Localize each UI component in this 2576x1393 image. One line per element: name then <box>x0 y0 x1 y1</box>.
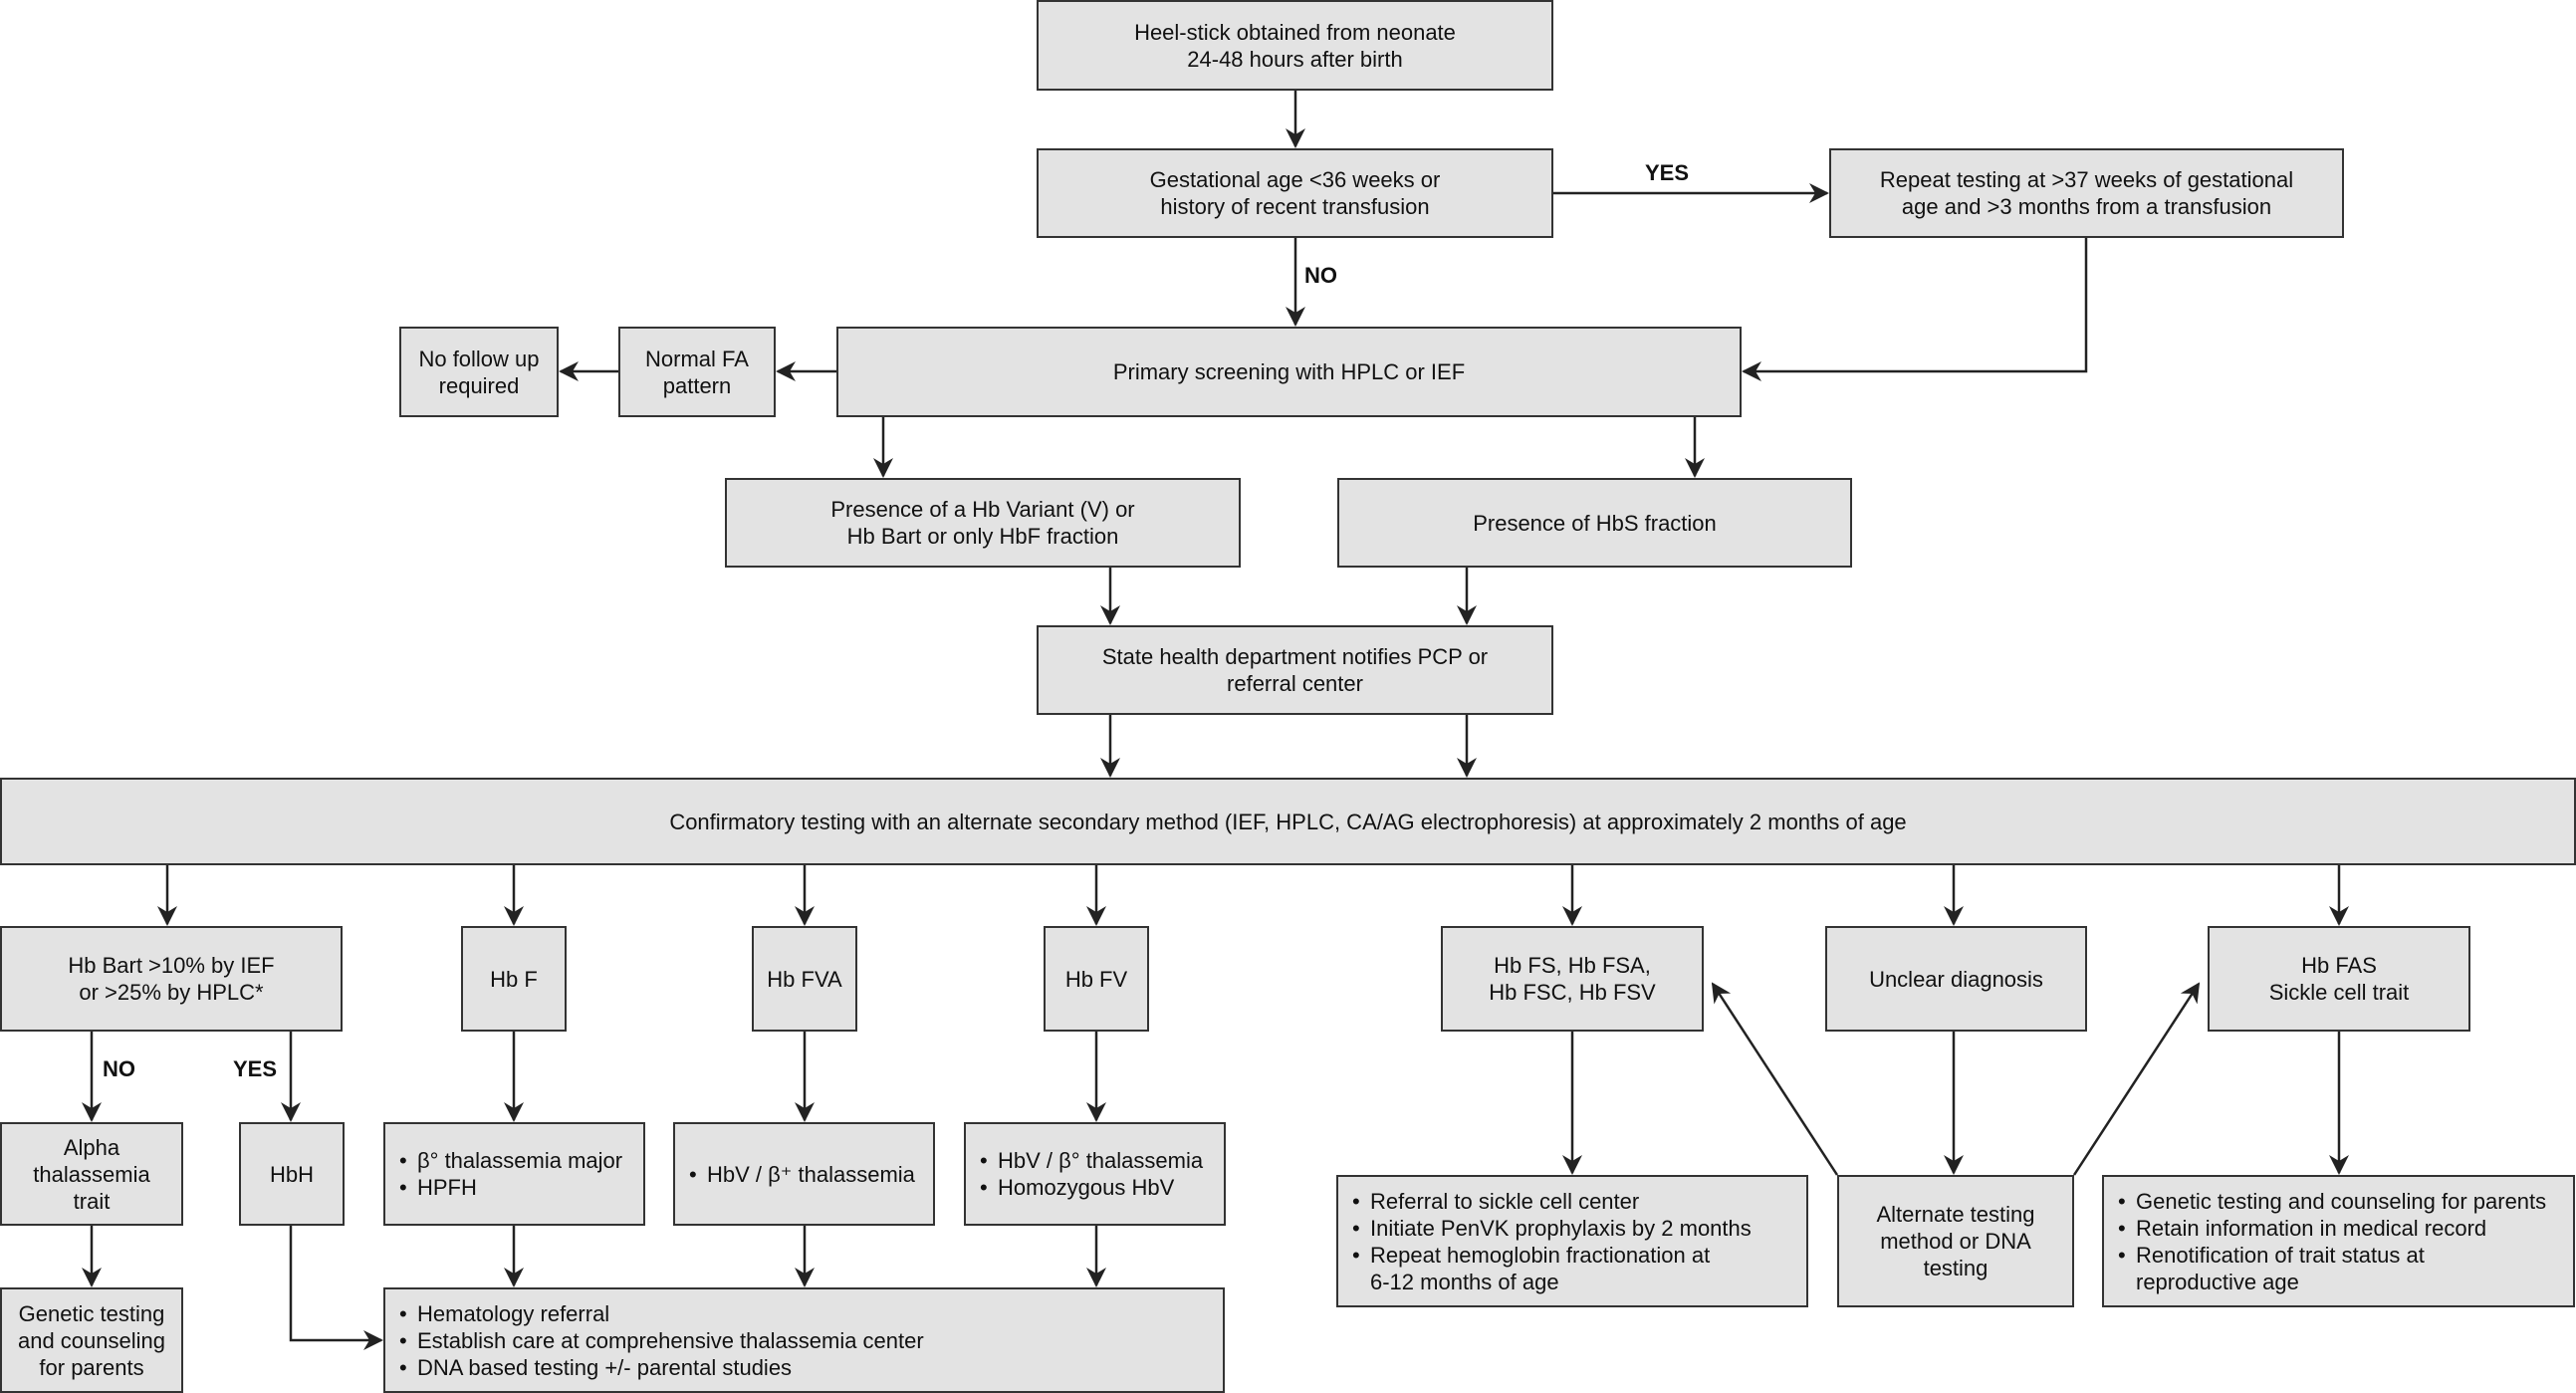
bullet-item: Referral to sickle cell center <box>1352 1188 1752 1215</box>
bullet-item: Repeat hemoglobin fractionation at <box>1352 1242 1752 1269</box>
box-text-line: pattern <box>662 372 732 398</box>
hb-fs-box: Hb FS, Hb FSA,Hb FSC, Hb FSV <box>1441 926 1704 1032</box>
connector-arrow <box>1711 982 1839 1176</box>
hbv-beta-zero-thalassemia-box: HbV / β° thalassemiaHomozygous HbV <box>964 1122 1226 1226</box>
box-text-line: Genetic testing <box>18 1300 165 1326</box>
hb-fva-box: Hb FVA <box>752 926 857 1032</box>
box-text-line: age and >3 months from a transfusion <box>1901 194 2272 219</box>
box-text-line: Hb FS, Hb FSA, <box>1494 953 1651 978</box>
bullet-item: β° thalassemia major <box>399 1147 622 1174</box>
hematology-referral-box: Hematology referralEstablish care at com… <box>383 1287 1225 1393</box>
box-text-line: Hb F <box>490 966 538 992</box>
yes-label-hb-bart: YES <box>233 1056 278 1081</box>
bullet-item: HPFH <box>399 1174 622 1201</box>
hbv-beta-plus-thalassemia-box: HbV / β⁺ thalassemia <box>673 1122 935 1226</box>
bullet-item: Genetic testing and counseling for paren… <box>2118 1188 2546 1215</box>
box-text-line: State health department notifies PCP or <box>1101 644 1489 669</box>
bullet-item: 6-12 months of age <box>1370 1269 1559 1294</box>
box-text-line: HbH <box>269 1161 314 1187</box>
bullet-item: reproductive age <box>2136 1269 2299 1294</box>
confirmatory-testing-box: Confirmatory testing with an alternate s… <box>0 778 2576 865</box>
bullet-list: Genetic testing and counseling for paren… <box>2118 1188 2546 1295</box>
box-text-line: Primary screening with HPLC or IEF <box>1112 359 1466 384</box>
box-text-line: thalassemia <box>33 1161 150 1187</box>
bullet-list: β° thalassemia majorHPFH <box>399 1147 622 1201</box>
hb-fv-box: Hb FV <box>1044 926 1149 1032</box>
box-text-line: Unclear diagnosis <box>1869 966 2043 992</box>
no-label-gestational: NO <box>1304 263 1337 288</box>
box-text-line: Hb FAS <box>2301 953 2377 978</box>
connector-arrow <box>289 1226 383 1350</box>
connector-arrow <box>2072 982 2201 1176</box>
bullet-item: Establish care at comprehensive thalasse… <box>399 1327 924 1354</box>
repeat-testing-box: Repeat testing at >37 weeks of gestation… <box>1829 148 2344 238</box>
no-label-hb-bart: NO <box>103 1056 135 1081</box>
box-text-line: Hb FV <box>1064 966 1128 992</box>
box-text-line: Hb FSC, Hb FSV <box>1489 980 1656 1005</box>
bullet-item: Retain information in medical record <box>2118 1215 2546 1242</box>
box-text-line: and counseling <box>17 1327 165 1353</box>
box-text-line: method or DNA <box>1880 1229 2031 1254</box>
bullet-item: Initiate PenVK prophylaxis by 2 months <box>1352 1215 1752 1242</box>
box-text-line: for parents <box>39 1354 144 1380</box>
bullet-list: HbV / β° thalassemiaHomozygous HbV <box>980 1147 1203 1201</box>
bullet-list: Hematology referralEstablish care at com… <box>399 1300 924 1381</box>
hbh-box: HbH <box>239 1122 345 1226</box>
box-text-line: or >25% by HPLC* <box>79 980 264 1005</box>
bullet-item: HbV / β° thalassemia <box>980 1147 1203 1174</box>
bullet-item: Hematology referral <box>399 1300 924 1327</box>
box-text-line: Alternate testing <box>1876 1202 2035 1227</box>
box-text-line: Gestational age <36 weeks or <box>1149 167 1441 192</box>
bullet-item: Renotification of trait status at <box>2118 1242 2546 1269</box>
bullet-list: Referral to sickle cell centerInitiate P… <box>1352 1188 1752 1295</box>
box-text-line: Heel-stick obtained from neonate <box>1134 19 1456 45</box>
box-text-line: Alpha <box>63 1134 120 1160</box>
trait-counseling-box: Genetic testing and counseling for paren… <box>2102 1175 2575 1307</box>
box-text-line: Confirmatory testing with an alternate s… <box>669 809 1907 834</box>
beta-thalassemia-major-box: β° thalassemia majorHPFH <box>383 1122 645 1226</box>
box-text-line: testing <box>1923 1256 1989 1280</box>
box-text-line: Hb Bart >10% by IEF <box>68 953 275 978</box>
hb-f-box: Hb F <box>461 926 567 1032</box>
sickle-cell-referral-box: Referral to sickle cell centerInitiate P… <box>1336 1175 1808 1307</box>
box-text-line: No follow up <box>418 346 540 371</box>
box-text-line: Normal FA <box>645 346 749 371</box>
yes-label-gestational: YES <box>1645 160 1690 185</box>
bullet-item: DNA based testing +/- parental studies <box>399 1354 924 1381</box>
box-text-line: Presence of HbS fraction <box>1473 510 1717 536</box>
box-text-line: Hb Bart or only HbF fraction <box>846 524 1119 549</box>
box-text-line: Repeat testing at >37 weeks of gestation… <box>1879 167 2294 192</box>
bullet-list: HbV / β⁺ thalassemia <box>689 1161 915 1188</box>
box-text-line: Presence of a Hb Variant (V) or <box>830 497 1135 522</box>
box-text-line: history of recent transfusion <box>1160 194 1430 219</box>
unclear-diagnosis-box: Unclear diagnosis <box>1825 926 2087 1032</box>
box-text-line: referral center <box>1227 671 1363 696</box>
box-text-line: trait <box>73 1188 111 1214</box>
box-text-line: Sickle cell trait <box>2268 980 2410 1005</box>
bullet-item: Homozygous HbV <box>980 1174 1203 1201</box>
box-text-line: required <box>438 372 520 398</box>
hbs-fraction-box: Presence of HbS fraction <box>1337 478 1852 568</box>
box-text-line: 24-48 hours after birth <box>1187 46 1403 72</box>
box-text-line: Hb FVA <box>767 966 842 992</box>
connector-arrow <box>1742 238 2088 381</box>
bullet-item: HbV / β⁺ thalassemia <box>689 1161 915 1188</box>
primary-screening-box: Primary screening with HPLC or IEF <box>836 327 1742 417</box>
